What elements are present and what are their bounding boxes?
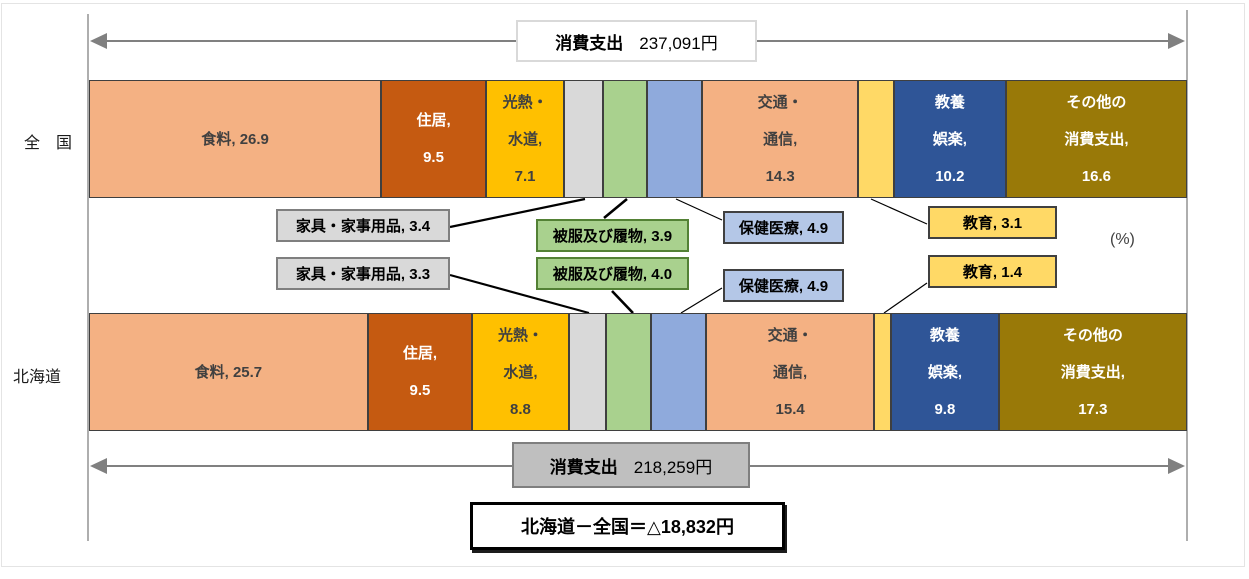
- bar-segment-北海道-保健医療: [651, 313, 707, 431]
- axis-label-hokkaido: 北海道: [13, 369, 62, 386]
- callout-hokkaido-medical: 保健医療, 4.9: [723, 269, 844, 302]
- bar-segment-全国-教育: [858, 80, 894, 198]
- bar-segment-北海道-交通・通信: 交通・通信,15.4: [706, 313, 875, 431]
- bar-segment-全国-その他の消費支出: その他の消費支出,16.6: [1005, 80, 1187, 198]
- hokkaido-total-box: 消費支出 218,259円: [512, 442, 750, 488]
- bar-segment-北海道-教育: [874, 313, 892, 431]
- zenkoku-total-label: 消費支出: [555, 33, 624, 53]
- bar-segment-全国-住居: 住居,9.5: [381, 80, 486, 198]
- zenkoku-total-value: 237,091円: [639, 33, 718, 53]
- bar-segment-北海道-教養娯楽: 教養娯楽,9.8: [891, 313, 999, 431]
- bar-segment-全国-保健医療: [647, 80, 703, 198]
- bar-segment-北海道-食料: 食料, 25.7: [89, 313, 368, 431]
- bar-segment-全国-被服及び履物: [603, 80, 648, 198]
- difference-box: 北海道－全国＝△18,832円: [470, 502, 785, 550]
- callout-hokkaido-furniture: 家具・家事用品, 3.3: [276, 257, 450, 290]
- bar-segment-全国-食料: 食料, 26.9: [89, 80, 382, 198]
- callout-hokkaido-education: 教育, 1.4: [928, 255, 1057, 288]
- callout-zenkoku-education: 教育, 3.1: [928, 206, 1057, 239]
- bar-segment-全国-光熱・水道: 光熱・水道,7.1: [485, 80, 565, 198]
- callout-zenkoku-clothing: 被服及び履物, 3.9: [536, 219, 689, 252]
- callout-zenkoku-furniture: 家具・家事用品, 3.4: [276, 209, 450, 242]
- bar-segment-北海道-家具・家事用品: [568, 313, 607, 431]
- callout-hokkaido-clothing: 被服及び履物, 4.0: [536, 257, 689, 290]
- unit-note: (%): [1110, 231, 1135, 248]
- bar-segment-北海道-その他の消費支出: その他の消費支出,17.3: [998, 313, 1187, 431]
- hokkaido-total-value: 218,259円: [633, 457, 713, 477]
- axis-label-zenkoku: 全 国: [24, 135, 73, 152]
- bar-segment-全国-家具・家事用品: [564, 80, 604, 198]
- callout-zenkoku-medical: 保健医療, 4.9: [723, 211, 844, 244]
- bar-segment-北海道-被服及び履物: [606, 313, 652, 431]
- hokkaido-total-label: 消費支出: [549, 457, 618, 477]
- bar-segment-北海道-住居: 住居,9.5: [367, 313, 473, 431]
- bar-segment-全国-交通・通信: 交通・通信,14.3: [702, 80, 859, 198]
- bar-segment-全国-教養娯楽: 教養娯楽,10.2: [893, 80, 1006, 198]
- bar-segment-北海道-光熱・水道: 光熱・水道,8.8: [472, 313, 569, 431]
- zenkoku-total-box: 消費支出 237,091円: [516, 20, 757, 62]
